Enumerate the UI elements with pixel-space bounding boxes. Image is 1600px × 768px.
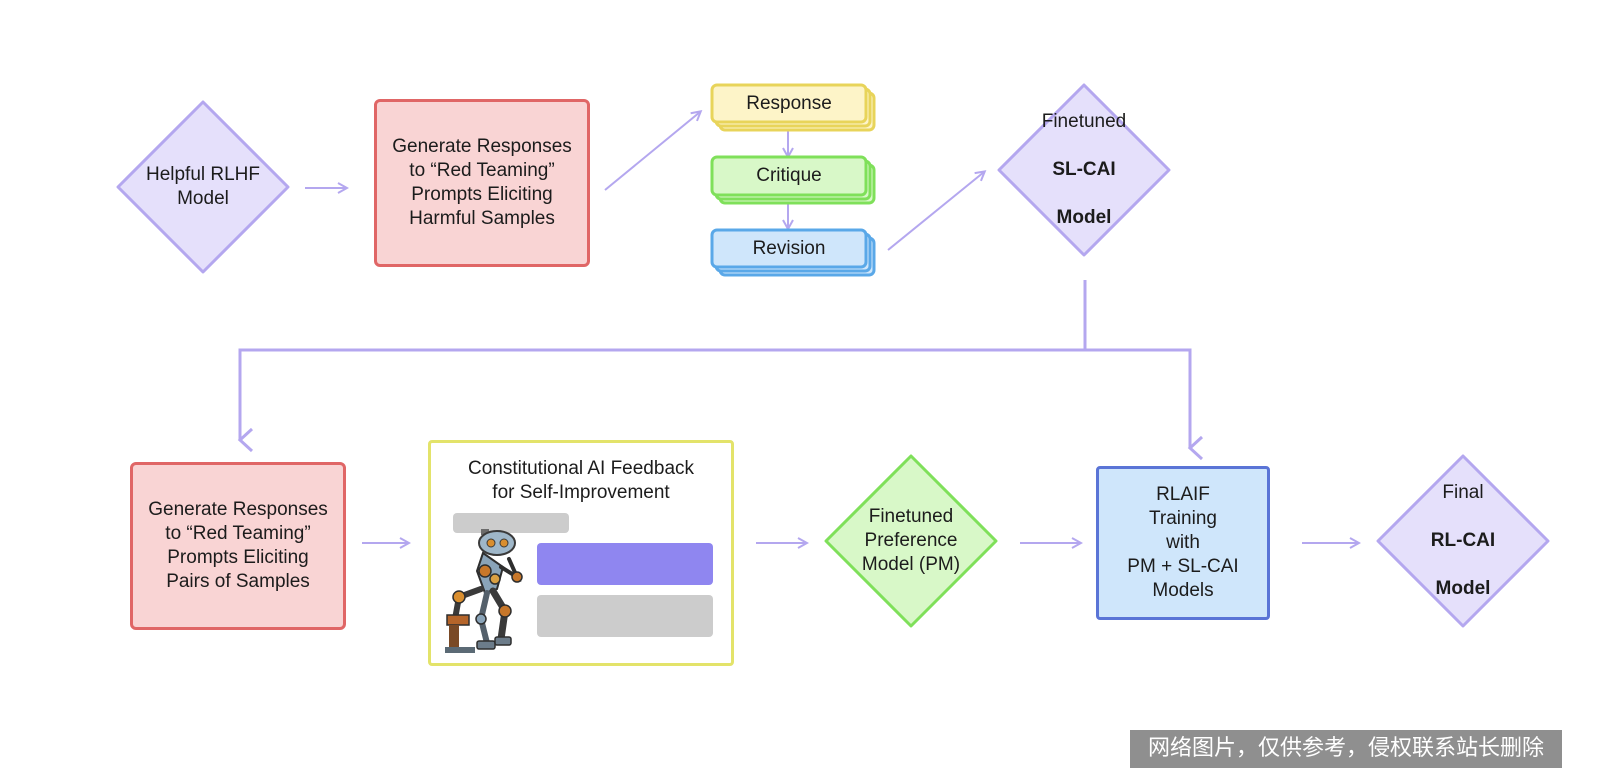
bubble-gray-large [537, 595, 713, 637]
response-card: Response [712, 85, 866, 122]
rl-cai-bold2: Model [1435, 578, 1491, 599]
helpful-rlhf-label: Helpful RLHF Model [145, 164, 261, 209]
revision-card: Revision [712, 230, 866, 267]
constitutional-feedback-box: Constitutional AI Feedback for Self-Impr… [428, 440, 734, 666]
feedback-title: Constitutional AI Feedback for Self-Impr… [467, 458, 695, 503]
connector-branch-left [237, 348, 1085, 453]
generate-pairs-box: Generate Responses to “Red Teaming” Prom… [130, 462, 346, 630]
diamond-helpful-rlhf [116, 100, 290, 274]
watermark-banner: 网络图片，仅供参考，侵权联系站长删除 [1130, 730, 1562, 768]
final-rl-cai-model: Final RL-CAI Model [1378, 456, 1548, 626]
stack-critique [710, 155, 876, 205]
connector-branch-right [1085, 348, 1204, 461]
diamond-finetuned-pm [824, 454, 998, 628]
rlaif-training-box: RLAIF Training with PM + SL-CAI Models [1096, 466, 1270, 620]
finetuned-preference-model: Finetuned Preference Model (PM) [826, 456, 996, 626]
finetuned-sl-cai-model: Finetuned SL-CAI Model [999, 85, 1169, 255]
rlaif-label: RLAIF Training with PM + SL-CAI Models [1127, 484, 1239, 601]
critique-card: Critique [712, 157, 866, 195]
sl-cai-line1: Finetuned [1041, 111, 1127, 132]
sl-cai-bold1: SL-CAI [1052, 159, 1116, 180]
critique-label: Critique [756, 165, 822, 186]
diamond-finetuned-sl-cai [997, 83, 1171, 257]
revision-label: Revision [752, 237, 826, 259]
sl-cai-bold2: Model [1056, 207, 1112, 228]
bubble-gray-small [453, 513, 569, 533]
rl-cai-bold1: RL-CAI [1430, 530, 1496, 551]
arrow-revision-to-sl-cai [887, 172, 984, 251]
generate-harmful-label: Generate Responses to “Red Teaming” Prom… [392, 136, 572, 229]
rl-cai-line1: Final [1442, 482, 1484, 503]
pm-label: Finetuned Preference Model (PM) [861, 506, 961, 575]
stack-response [710, 83, 876, 132]
response-label: Response [746, 92, 832, 114]
stack-revision [710, 228, 876, 277]
generate-pairs-label: Generate Responses to “Red Teaming” Prom… [148, 499, 328, 592]
bubble-purple [537, 543, 713, 585]
helpful-rlhf-model: Helpful RLHF Model [118, 102, 288, 272]
diamond-final-rl-cai [1376, 454, 1550, 628]
thinking-robot-icon [445, 529, 523, 653]
arrow-generate-to-response [604, 112, 700, 191]
generate-harmful-samples-box: Generate Responses to “Red Teaming” Prom… [374, 99, 590, 267]
